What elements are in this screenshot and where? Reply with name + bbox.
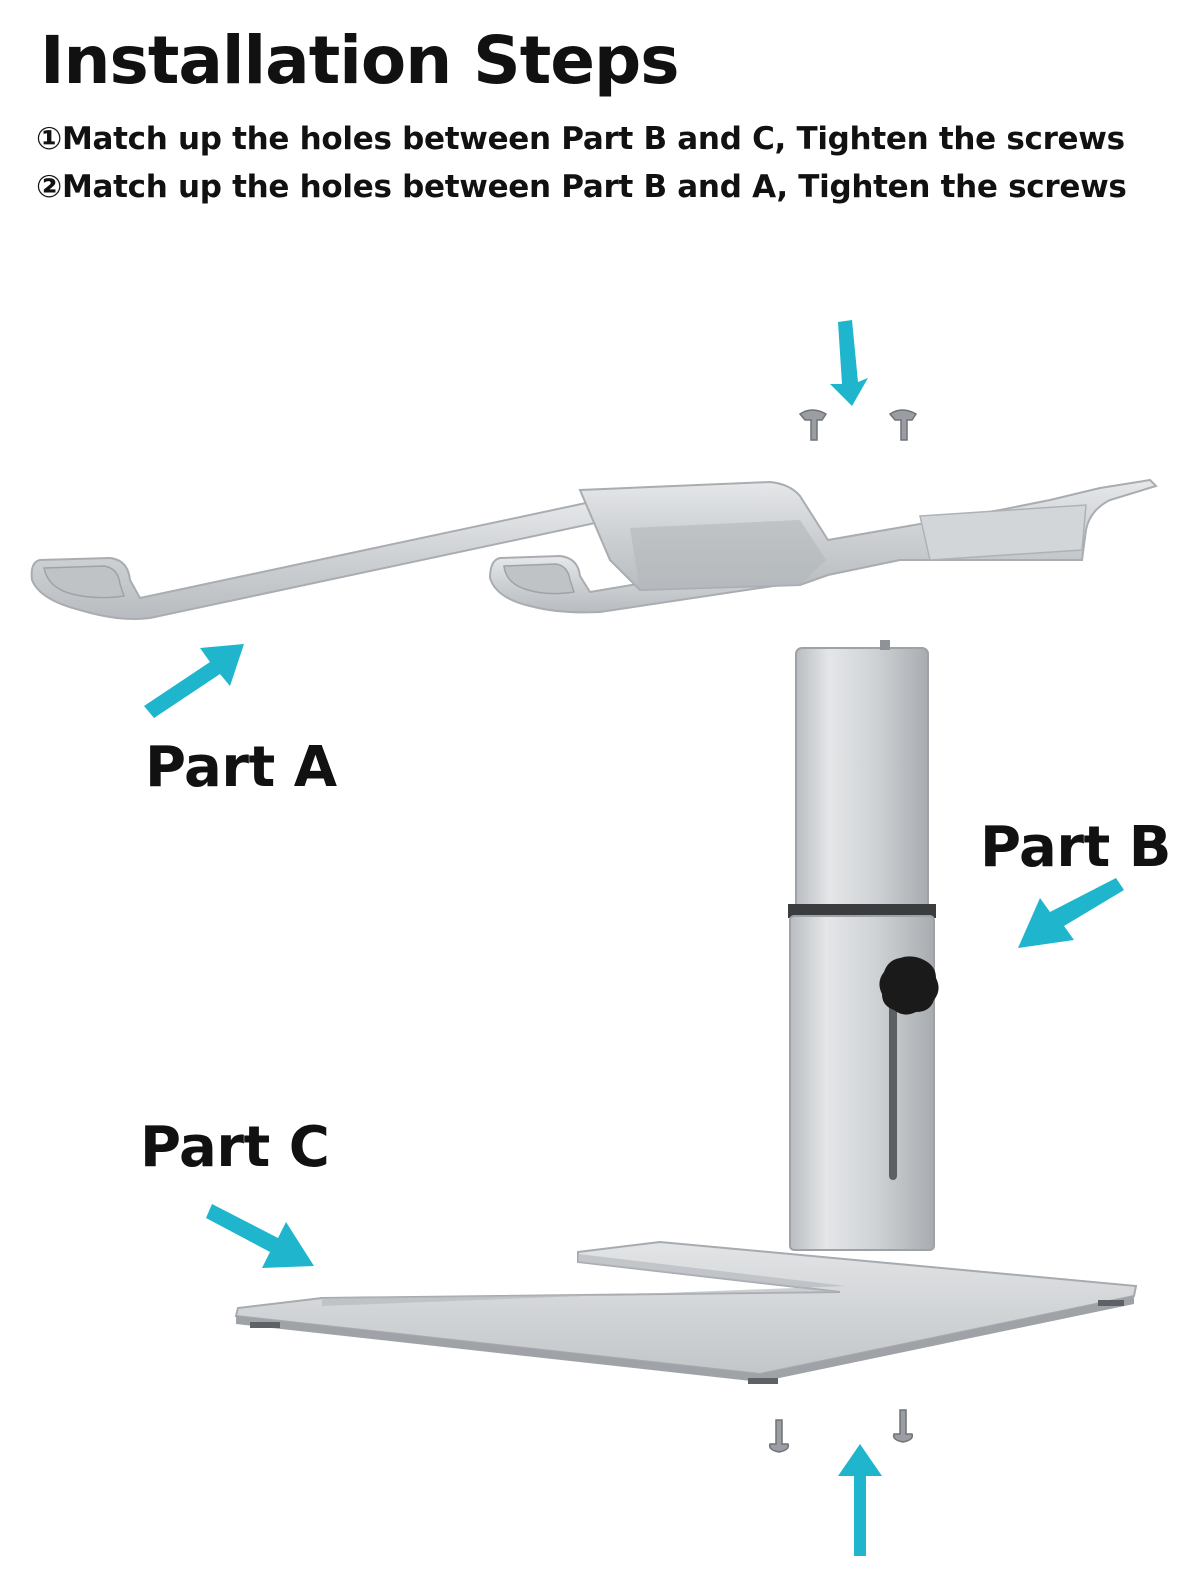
base-plate	[234, 1240, 1138, 1376]
pole-upper	[795, 647, 929, 913]
pole-collar	[788, 904, 936, 918]
base-edge	[236, 1296, 1134, 1382]
base-foot	[748, 1378, 778, 1384]
arrow-icon	[206, 1204, 314, 1268]
part-c-label: Part C	[140, 1115, 330, 1180]
tray-left-arm	[30, 498, 601, 620]
knob-icon	[879, 956, 939, 1015]
part-b-pole	[788, 640, 939, 1251]
screw-icon	[892, 1409, 914, 1443]
base-foot	[1098, 1300, 1124, 1306]
screw-icon	[888, 409, 918, 441]
part-a-tray	[30, 478, 1158, 620]
pole-screw-hole	[880, 640, 890, 650]
pole-slot	[889, 1000, 897, 1180]
base-inner-edge	[322, 1254, 846, 1306]
part-b-label: Part B	[980, 815, 1171, 880]
base-foot	[250, 1322, 280, 1328]
tray-right-hook	[503, 563, 575, 595]
part-a-label: Part A	[145, 735, 337, 800]
screw-icon	[768, 1419, 790, 1453]
part-c-base	[234, 1240, 1138, 1384]
step-2: ②Match up the holes between Part B and A…	[36, 169, 1127, 205]
instruction-steps: ①Match up the holes between Part B and C…	[36, 115, 1127, 211]
tray-left-hook	[43, 565, 125, 599]
tray-right-lip	[919, 504, 1087, 561]
arrow-icon	[144, 644, 244, 718]
tray-center-shadow	[630, 520, 826, 590]
screw-icon	[798, 409, 828, 441]
arrow-icon	[838, 1444, 882, 1556]
page-title: Installation Steps	[40, 22, 680, 99]
step-1: ①Match up the holes between Part B and C…	[36, 121, 1125, 157]
arrow-icon	[830, 320, 868, 406]
arrow-icon	[1018, 878, 1124, 948]
